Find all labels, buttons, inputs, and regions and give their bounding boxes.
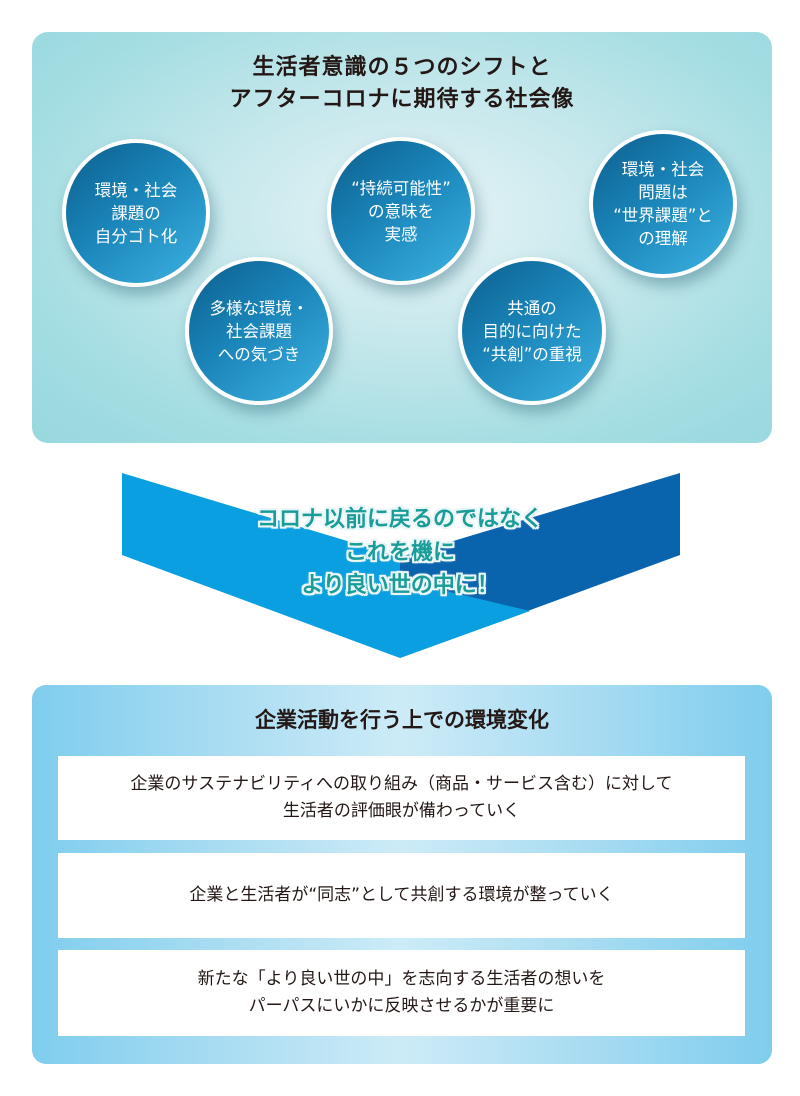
title-line-1: 生活者意識の５つのシフトと: [252, 55, 552, 80]
circle-text: 環境・社会: [94, 180, 178, 200]
circle-text: の理解: [638, 229, 688, 248]
circle-text: 実感: [384, 224, 418, 244]
environment-change-item-3: 新たな「より良い世の中」を志向する生活者の想いを パーパスにいかに反映させるかが…: [58, 950, 745, 1036]
circle-text: “共創”の重視: [482, 344, 582, 364]
circle-text: 課題の: [111, 203, 161, 223]
environment-change-item-2: 企業と生活者が“同志”として共創する環境が整っていく: [58, 853, 745, 938]
circle-text: “持続可能性”: [351, 178, 451, 198]
circle-text: 多様な環境・: [209, 298, 309, 318]
panel-title: 企業活動を行う上での環境変化: [255, 708, 549, 732]
shift-circle-3: “持続可能性” の意味を 実感: [327, 137, 475, 285]
environment-change-item-1: 企業のサステナビリティへの取り組み（商品・サービス含む）に対して 生活者の評価眼…: [58, 756, 745, 840]
circle-text: “世界課題”と: [613, 206, 713, 225]
circle-text: の意味を: [368, 201, 434, 221]
shift-circle-5: 環境・社会 問題は “世界課題”と の理解: [589, 130, 737, 278]
item-text: 新たな「より良い世の中」を志向する生活者の想いを: [197, 969, 606, 989]
item-text: パーパスにいかに反映させるかが重要に: [248, 996, 555, 1016]
item-text: 生活者の評価眼が備わっていく: [282, 801, 521, 821]
arrow-line-1: コロナ以前に戻るのではなく: [256, 507, 543, 532]
panel-title: 生活者意識の５つのシフトと アフターコロナに期待する社会像: [32, 52, 772, 116]
circle-text: 自分ゴト化: [94, 226, 178, 246]
business-environment-panel: 企業活動を行う上での環境変化 企業のサステナビリティへの取り組み（商品・サービス…: [32, 685, 772, 1064]
circle-text: 共通の: [507, 298, 557, 318]
arrow-line-2: これを機に: [344, 540, 455, 565]
title-line-2: アフターコロナに期待する社会像: [229, 87, 575, 112]
circle-text: 目的に向けた: [482, 321, 582, 341]
consumer-shifts-panel: 生活者意識の５つのシフトと アフターコロナに期待する社会像 環境・社会 課題の …: [32, 32, 772, 443]
arrow-message: コロナ以前に戻るのではなく これを機に より良い世の中に！: [0, 503, 800, 602]
shift-circle-4: 共通の 目的に向けた “共創”の重視: [458, 257, 606, 405]
shift-circle-1: 環境・社会 課題の 自分ゴト化: [62, 139, 210, 287]
arrow-line-3: より良い世の中に！: [301, 573, 499, 598]
circle-text: 環境・社会: [621, 160, 705, 179]
shift-circle-2: 多様な環境・ 社会課題 への気づき: [185, 257, 333, 405]
item-text: 企業のサステナビリティへの取り組み（商品・サービス含む）に対して: [130, 774, 673, 794]
item-text: 企業と生活者が“同志”として共創する環境が整っていく: [189, 885, 614, 905]
circle-text: への気づき: [217, 344, 301, 364]
circle-text: 社会課題: [226, 321, 292, 341]
circle-text: 問題は: [638, 183, 688, 202]
